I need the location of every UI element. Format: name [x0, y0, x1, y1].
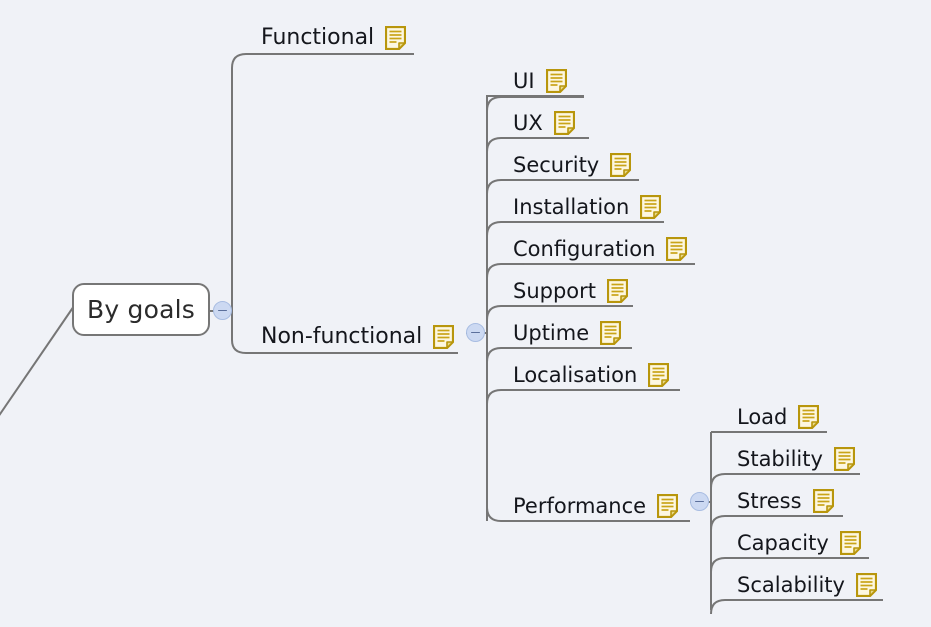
note-icon[interactable]: [600, 321, 622, 345]
node-scalability[interactable]: Scalability: [737, 568, 877, 602]
node-uptime[interactable]: Uptime: [513, 316, 622, 350]
note-icon[interactable]: [798, 405, 820, 429]
node-functional-label: Functional: [261, 25, 375, 50]
note-icon[interactable]: [666, 237, 688, 261]
node-nonfunctional[interactable]: Non-functional: [261, 320, 455, 354]
node-ui[interactable]: UI: [513, 64, 567, 98]
note-icon[interactable]: [648, 363, 670, 387]
note-icon[interactable]: [607, 279, 629, 303]
node-support-label: Support: [513, 278, 597, 303]
root-node[interactable]: By goals: [72, 283, 210, 336]
node-uptime-label: Uptime: [513, 320, 590, 345]
node-configuration-label: Configuration: [513, 236, 656, 261]
note-icon[interactable]: [657, 494, 679, 518]
node-security[interactable]: Security: [513, 148, 632, 182]
node-security-label: Security: [513, 152, 600, 177]
node-configuration[interactable]: Configuration: [513, 232, 688, 266]
note-icon[interactable]: [855, 573, 877, 597]
note-icon[interactable]: [545, 69, 567, 93]
note-icon[interactable]: [610, 153, 632, 177]
node-stress-label: Stress: [737, 488, 802, 513]
nonfunctional-collapse-toggle[interactable]: [466, 323, 485, 342]
branch-scalability: [710, 599, 883, 615]
node-performance-label: Performance: [513, 493, 647, 518]
note-icon[interactable]: [553, 111, 575, 135]
root-collapse-toggle[interactable]: [213, 301, 232, 320]
root-node-label: By goals: [87, 295, 195, 324]
note-icon[interactable]: [839, 531, 861, 555]
node-functional[interactable]: Functional: [261, 21, 407, 55]
node-stress[interactable]: Stress: [737, 484, 834, 518]
node-support[interactable]: Support: [513, 274, 629, 308]
branch-functional: [231, 53, 414, 69]
node-localisation[interactable]: Localisation: [513, 358, 670, 392]
note-icon[interactable]: [812, 489, 834, 513]
note-icon[interactable]: [385, 26, 407, 50]
note-icon[interactable]: [433, 325, 455, 349]
note-icon[interactable]: [640, 195, 662, 219]
node-performance[interactable]: Performance: [513, 489, 679, 523]
node-ui-label: UI: [513, 68, 535, 93]
node-scalability-label: Scalability: [737, 572, 845, 597]
node-capacity-label: Capacity: [737, 530, 829, 555]
node-installation[interactable]: Installation: [513, 190, 662, 224]
node-nonfunctional-label: Non-functional: [261, 324, 423, 349]
node-stability-label: Stability: [737, 446, 823, 471]
performance-collapse-toggle[interactable]: [690, 492, 709, 511]
node-ux[interactable]: UX: [513, 106, 575, 140]
note-icon[interactable]: [833, 447, 855, 471]
node-load[interactable]: Load: [737, 400, 820, 434]
branch-localisation: [486, 389, 680, 405]
node-installation-label: Installation: [513, 194, 630, 219]
node-capacity[interactable]: Capacity: [737, 526, 861, 560]
parent-link-line: [0, 305, 75, 416]
node-localisation-label: Localisation: [513, 362, 638, 387]
node-load-label: Load: [737, 404, 788, 429]
node-stability[interactable]: Stability: [737, 442, 855, 476]
node-ux-label: UX: [513, 110, 543, 135]
